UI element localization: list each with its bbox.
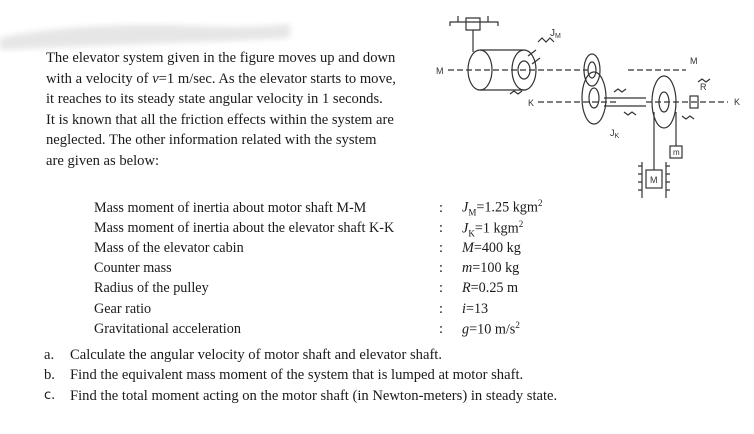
given-value: m=100 kg bbox=[462, 260, 520, 277]
problem-intro: The elevator system given in the figure … bbox=[46, 50, 396, 169]
label-r: R bbox=[700, 82, 707, 92]
separator-colon: : bbox=[439, 219, 443, 236]
given-value: M=400 kg bbox=[462, 239, 521, 256]
question-list: a. Calculate the angular velocity of mot… bbox=[44, 345, 557, 406]
label-counter: m bbox=[673, 148, 680, 157]
separator-colon: : bbox=[439, 300, 443, 317]
given-label: Counter mass bbox=[94, 260, 172, 277]
label-cabin: M bbox=[650, 175, 658, 185]
separator-colon: : bbox=[439, 260, 443, 277]
given-label: Mass moment of inertia about the elevato… bbox=[94, 219, 395, 236]
given-label: Mass of the elevator cabin bbox=[94, 239, 244, 256]
elevator-system-figure: M M JM K JK K R M m bbox=[436, 16, 740, 198]
given-value: i=13 bbox=[462, 300, 489, 317]
separator-colon: : bbox=[439, 239, 443, 256]
table-row: Mass of the elevator cabin : M=400 kg bbox=[94, 238, 542, 258]
list-item: a. Calculate the angular velocity of mot… bbox=[44, 345, 557, 365]
label-m-left: M bbox=[436, 66, 444, 76]
table-row: Gravitational acceleration : g=10 m/s2 bbox=[94, 319, 542, 339]
given-value: R=0.25 m bbox=[462, 280, 519, 297]
given-value: JK=1 kgm2 bbox=[462, 218, 524, 239]
table-row: Counter mass : m=100 kg bbox=[94, 259, 542, 279]
separator-colon: : bbox=[439, 199, 443, 216]
label-m-right: M bbox=[690, 56, 698, 66]
separator-colon: : bbox=[439, 280, 443, 297]
question-text: Calculate the angular velocity of motor … bbox=[70, 347, 443, 363]
list-item: c. Find the total moment acting on the m… bbox=[44, 386, 557, 406]
question-text: Find the equivalent mass moment of the s… bbox=[70, 367, 524, 384]
label-jm: JM bbox=[550, 28, 561, 40]
list-item: b. Find the equivalent mass moment of th… bbox=[44, 365, 557, 385]
label-k-right: K bbox=[734, 97, 740, 107]
separator-colon: : bbox=[439, 320, 443, 337]
table-row: Radius of the pulley : R=0.25 m bbox=[94, 279, 542, 299]
given-label: Radius of the pulley bbox=[94, 280, 209, 297]
blurred-scribble bbox=[0, 24, 290, 50]
table-row: Mass moment of inertia about motor shaft… bbox=[94, 198, 542, 218]
table-row: Mass moment of inertia about the elevato… bbox=[94, 218, 542, 239]
question-letter: a. bbox=[44, 347, 55, 363]
question-letter: b. bbox=[44, 367, 55, 384]
given-data-table: Mass moment of inertia about motor shaft… bbox=[94, 198, 542, 339]
label-k-left: K bbox=[528, 98, 534, 108]
given-value: g=10 m/s2 bbox=[462, 319, 520, 338]
given-label: Gravitational acceleration bbox=[94, 320, 241, 337]
label-jk: JK bbox=[610, 128, 620, 140]
given-value: JM=1.25 kgm2 bbox=[462, 198, 543, 218]
given-label: Gear ratio bbox=[94, 300, 152, 317]
given-label: Mass moment of inertia about motor shaft… bbox=[94, 199, 367, 216]
question-letter: c. bbox=[44, 387, 56, 403]
question-text: Find the total moment acting on the moto… bbox=[70, 387, 558, 404]
table-row: Gear ratio : i=13 bbox=[94, 299, 542, 319]
